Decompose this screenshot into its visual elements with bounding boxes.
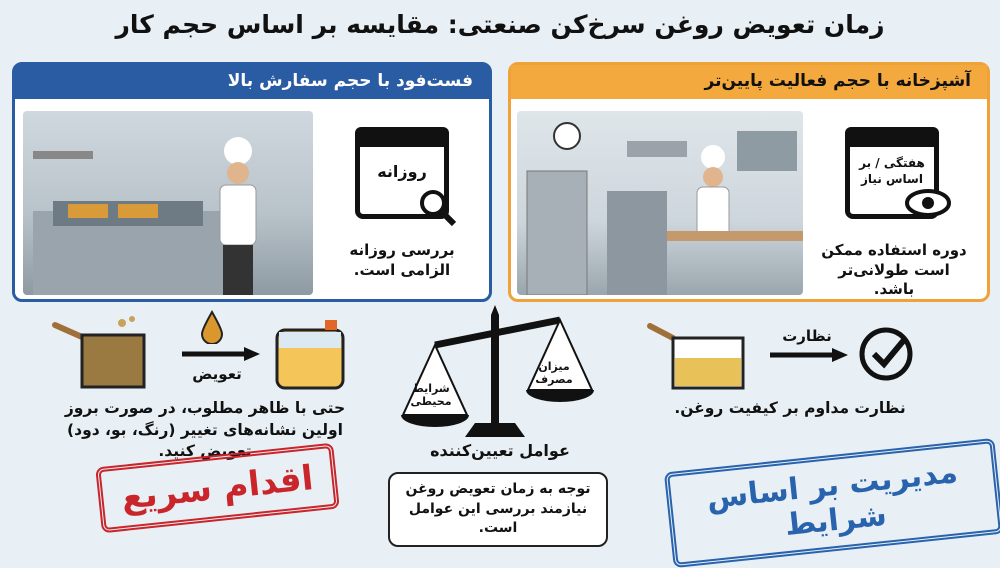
panel-header: آشپزخانه با حجم فعالیت پایین‌تر bbox=[511, 65, 987, 99]
eye-icon bbox=[905, 189, 951, 217]
panel-header: فست‌فود با حجم سفارش بالا bbox=[15, 65, 489, 99]
panel-text: بررسی روزانه الزامی است. bbox=[349, 241, 455, 279]
page-title: زمان تعویض روغن سرخ‌کن صنعتی: مقایسه بر … bbox=[115, 10, 885, 39]
panel-text: دوره استفاده ممکن است طولانی‌تر باشد. bbox=[821, 241, 967, 298]
balance-scale-icon bbox=[401, 305, 594, 437]
busy-kitchen-illustration bbox=[23, 111, 313, 295]
left-pan-label: شرایط محیطی bbox=[410, 382, 452, 408]
callout-box: توجه به زمان تعویض روغن نیازمند بررسی ای… bbox=[388, 472, 608, 547]
calendar-icon: روزانه bbox=[355, 127, 457, 227]
dirty-oil-basket-icon bbox=[52, 316, 146, 389]
calm-kitchen-illustration bbox=[517, 111, 803, 296]
low-volume-panel: آشپزخانه با حجم فعالیت پایین‌تر هفتگی / … bbox=[508, 62, 990, 302]
chef-kitchen-icon bbox=[526, 122, 803, 296]
right-flow-text: نظارت مداوم بر کیفیت روغن. bbox=[674, 399, 906, 417]
calendar-icon: هفتگی / بر اساس نیاز bbox=[845, 127, 951, 219]
arrow-icon bbox=[770, 348, 848, 362]
left-flow-text: حتی با ظاهر مطلوب، در صورت بروز اولین نش… bbox=[64, 399, 346, 461]
clean-oil-basket-icon bbox=[647, 323, 745, 390]
arrow-label: تعویض bbox=[192, 365, 242, 383]
fast-food-panel: فست‌فود با حجم سفارش بالا روزانه بررسی ر… bbox=[12, 62, 492, 302]
scale-label: عوامل تعیین‌کننده bbox=[430, 441, 570, 460]
chef-fryer-icon bbox=[33, 137, 257, 295]
condition-management-stamp: مدیریت بر اساس شرایط bbox=[663, 437, 1000, 568]
oil-drop-icon bbox=[200, 310, 224, 344]
right-pan-label: میزان مصرف bbox=[535, 360, 573, 386]
arrow-icon bbox=[182, 347, 260, 361]
magnifier-icon bbox=[420, 190, 457, 227]
arrow-label: نظارت bbox=[782, 327, 832, 345]
checkmark-icon bbox=[859, 327, 913, 381]
fresh-oil-jug-icon bbox=[275, 320, 345, 390]
